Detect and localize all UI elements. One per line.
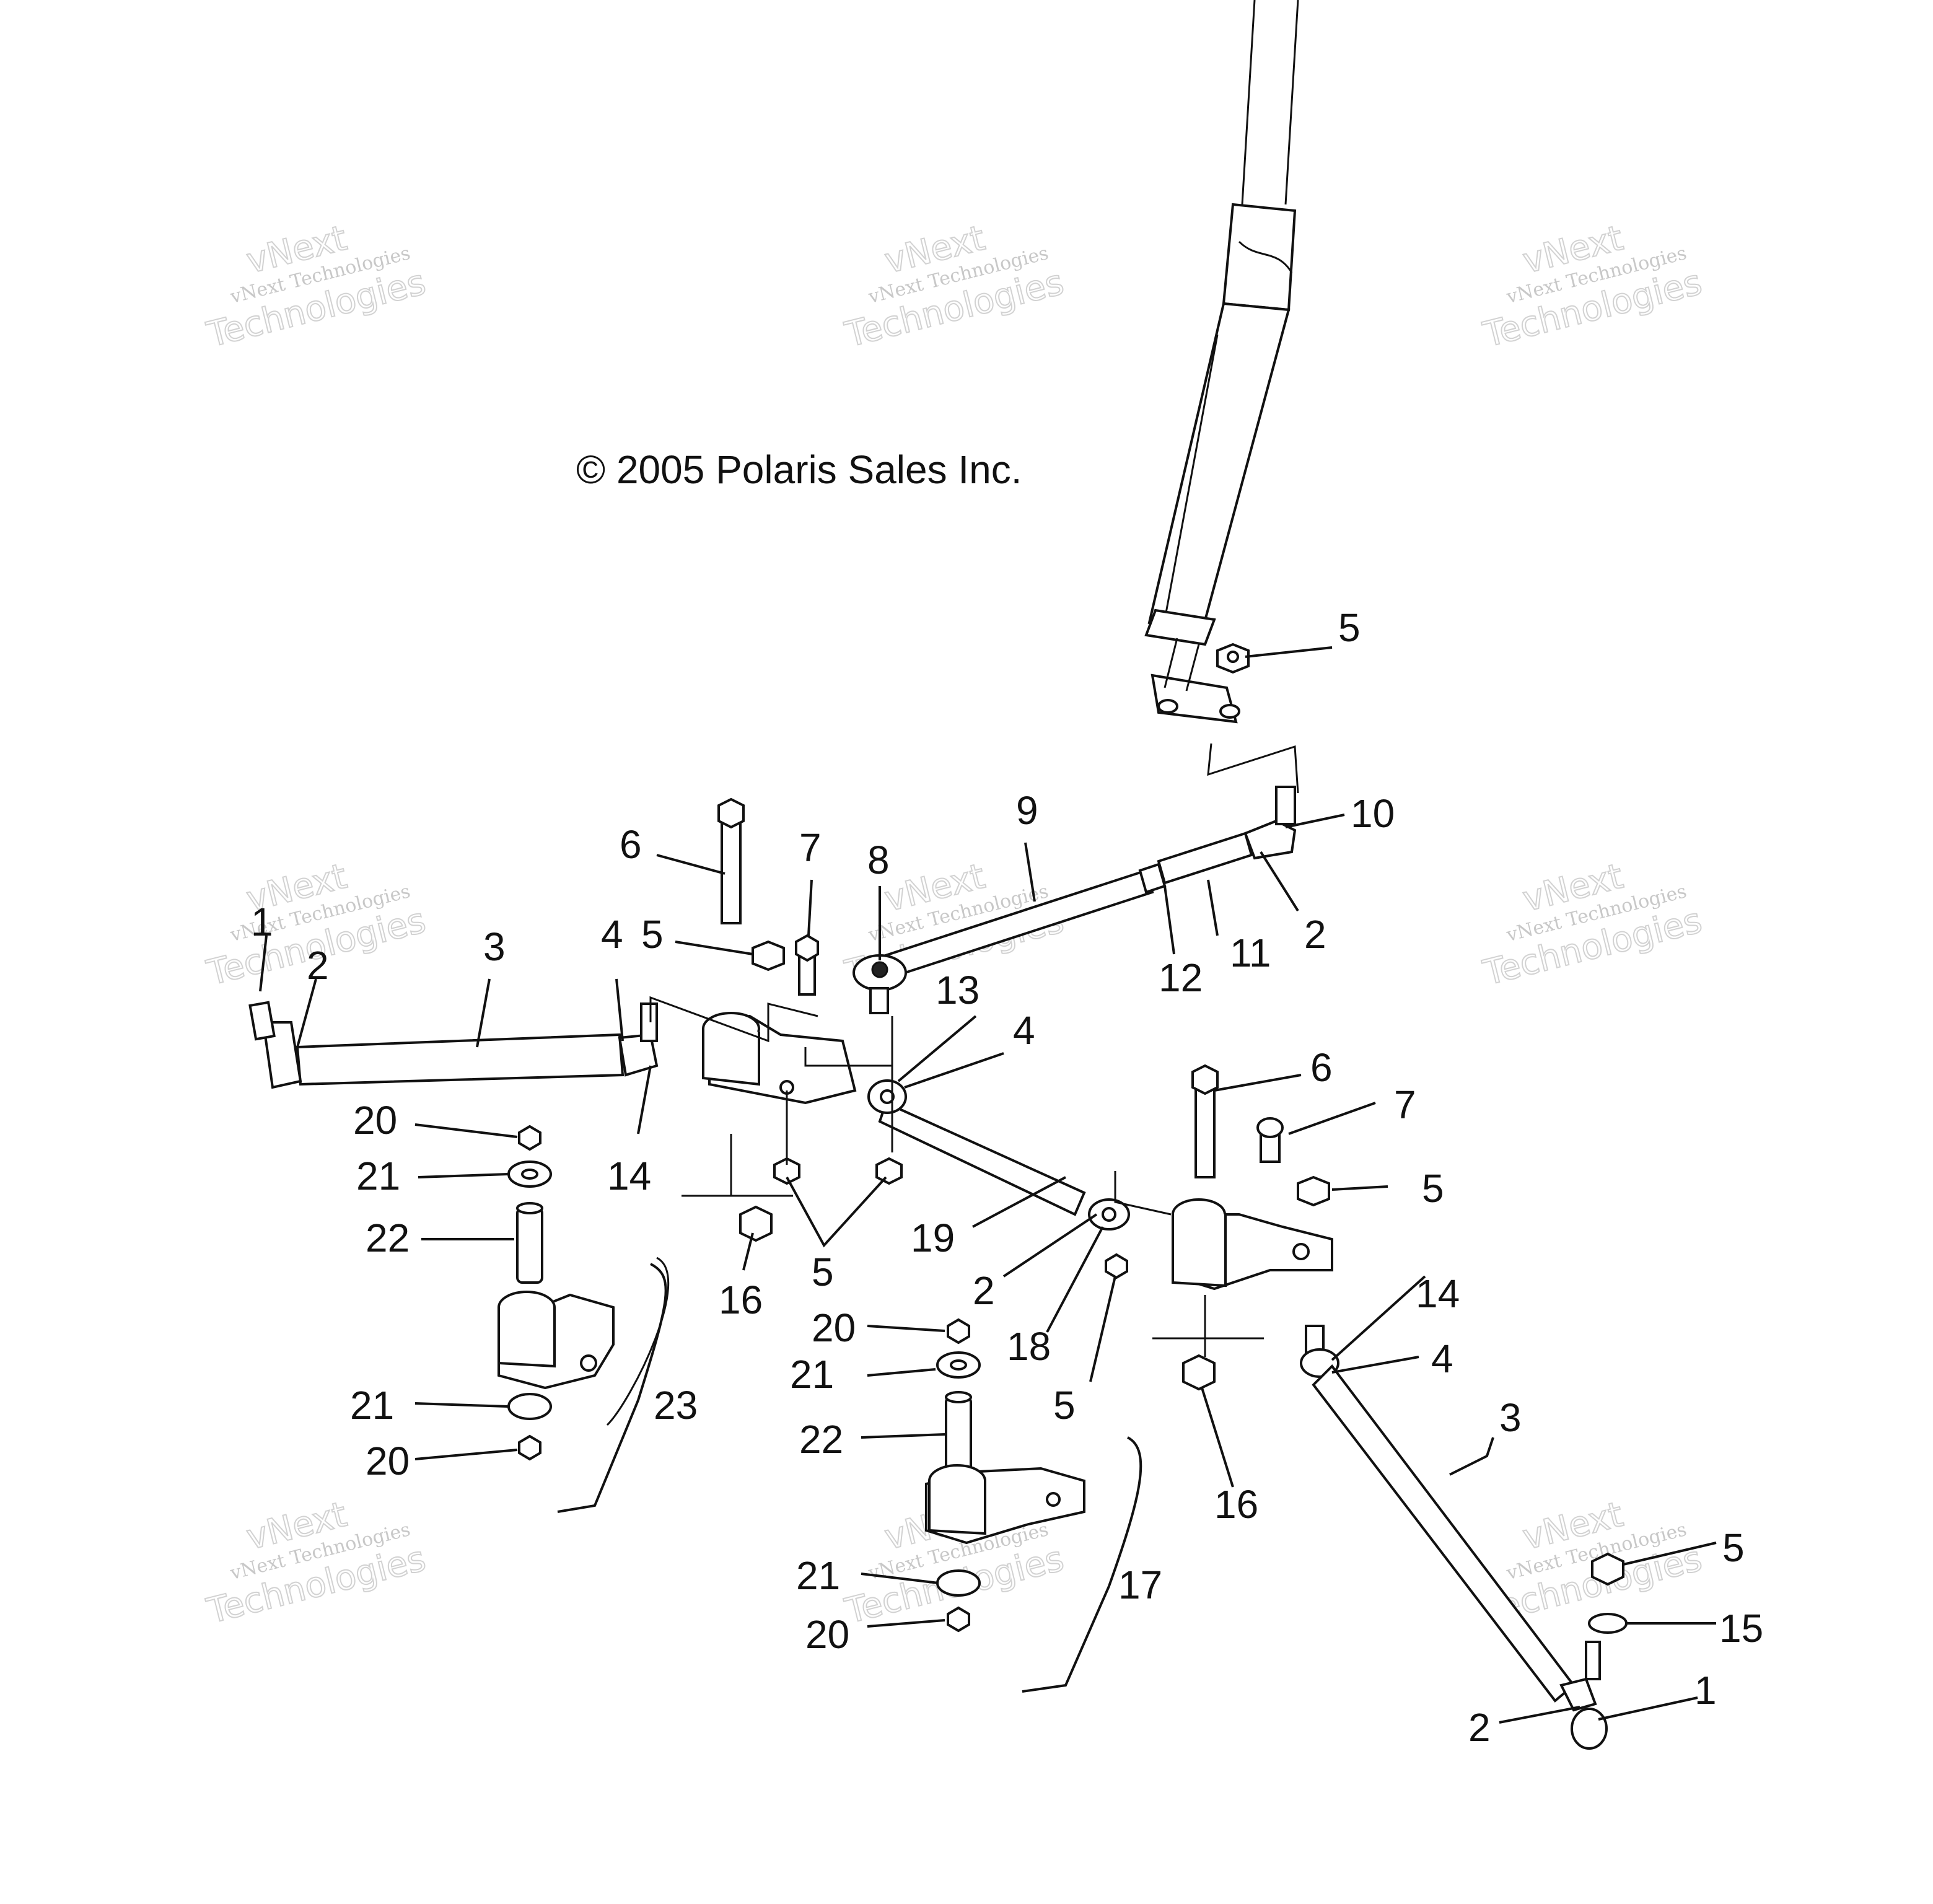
nut-top: [1216, 643, 1250, 674]
center-link: [867, 1079, 1130, 1231]
callout-17: 17: [1118, 1563, 1162, 1607]
watermark-top-center: vNext vNext Technologies Technologies: [841, 217, 1069, 356]
nut-set: [682, 1016, 1628, 1634]
callout-13: 13: [936, 968, 980, 1012]
callout-7: 7: [799, 825, 822, 870]
callout-16: 16: [1214, 1482, 1258, 1527]
callout-2: 2: [973, 1268, 995, 1313]
watermark-top-left: vNext vNext Technologies Technologies: [203, 217, 431, 356]
callout-1: 1: [251, 900, 273, 944]
hardware-stack-left: [507, 1125, 552, 1461]
callout-labels: 1 2 3 4 5 6 7 8 9 10 2 11 12 13 4 5 6 7 …: [251, 605, 1763, 1750]
callout-10: 10: [1351, 791, 1395, 836]
callout-15: 15: [1719, 1606, 1763, 1651]
callout-14: 14: [607, 1154, 651, 1198]
callout-3: 3: [1499, 1395, 1522, 1440]
callout-21: 21: [356, 1154, 400, 1198]
callout-20: 20: [805, 1612, 849, 1657]
callout-4: 4: [1431, 1336, 1453, 1381]
callout-18: 18: [1007, 1324, 1051, 1369]
callout-3: 3: [483, 924, 506, 969]
callout-20: 20: [366, 1439, 410, 1483]
callout-1: 1: [1694, 1668, 1717, 1713]
callout-6: 6: [1310, 1045, 1333, 1090]
callout-8: 8: [867, 838, 890, 882]
callout-21: 21: [790, 1352, 834, 1397]
callout-6: 6: [620, 822, 642, 867]
callout-19: 19: [911, 1216, 955, 1260]
copyright-notice: © 2005 Polaris Sales Inc.: [576, 447, 1022, 492]
leader-lines: [259, 646, 1717, 1724]
callout-5: 5: [1722, 1525, 1745, 1570]
steering-column: [1144, 0, 1299, 794]
watermark-mid-right: vNext vNext Technologies Technologies: [1479, 856, 1707, 994]
callout-4: 4: [601, 912, 623, 957]
callout-5: 5: [641, 912, 664, 957]
callout-23: 23: [654, 1383, 698, 1428]
drag-link: [853, 786, 1297, 1014]
callout-7: 7: [1394, 1082, 1416, 1127]
callout-21: 21: [350, 1383, 394, 1428]
tie-rod-left: [248, 1001, 659, 1089]
callout-22: 22: [799, 1417, 843, 1462]
callout-22: 22: [366, 1216, 410, 1260]
watermark-bottom-left: vNext vNext Technologies Technologies: [203, 1494, 431, 1633]
callout-20: 20: [812, 1305, 856, 1350]
callout-5: 5: [1338, 605, 1361, 650]
pivot-arm-upper-left: [649, 797, 892, 1105]
tie-rod-right: [1300, 1325, 1608, 1750]
callout-12: 12: [1159, 955, 1203, 1000]
callout-16: 16: [719, 1278, 763, 1322]
watermark-top-right: vNext vNext Technologies Technologies: [1479, 217, 1707, 356]
pivot-arm-upper-right: [1114, 1064, 1333, 1291]
callout-2: 2: [1304, 912, 1326, 957]
hardware-stack-center: [936, 1318, 981, 1633]
callout-5: 5: [812, 1250, 834, 1294]
pivot-arm-lower-left: [497, 1257, 670, 1513]
callout-2: 2: [1468, 1705, 1491, 1750]
callout-20: 20: [353, 1098, 397, 1143]
callout-4: 4: [1013, 1008, 1035, 1053]
callout-5: 5: [1422, 1166, 1444, 1211]
callout-14: 14: [1416, 1271, 1460, 1316]
callout-21: 21: [796, 1553, 840, 1598]
callout-5: 5: [1053, 1383, 1076, 1428]
pivot-arm-lower-center: [925, 1436, 1142, 1693]
callout-9: 9: [1016, 788, 1038, 833]
callout-2: 2: [307, 943, 329, 988]
callout-11: 11: [1230, 931, 1271, 975]
